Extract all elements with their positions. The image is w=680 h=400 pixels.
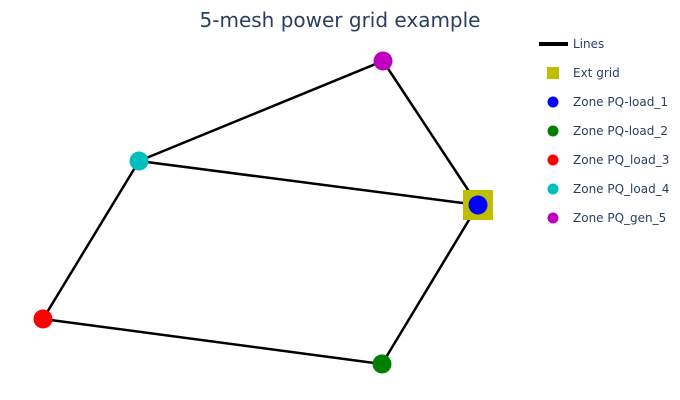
- grid-line-4-1: [137, 159, 480, 207]
- grid-line-4-3: [41, 159, 141, 321]
- grid-line-5-4: [137, 59, 385, 163]
- legend-circle-symbol-4: [547, 154, 559, 166]
- legend-circle-symbol-6: [547, 212, 559, 224]
- grid-line-3-2: [41, 317, 384, 366]
- grid-line-2-1: [380, 203, 480, 366]
- bus-node-4: [129, 151, 149, 171]
- legend-label-3: Zone PQ-load_2: [573, 124, 668, 138]
- legend-circle-symbol-5: [547, 183, 559, 195]
- legend-square-symbol: [547, 67, 559, 79]
- legend-label-6: Zone PQ_gen_5: [573, 211, 666, 225]
- legend-label-0: Lines: [573, 37, 604, 51]
- legend-label-4: Zone PQ_load_3: [573, 153, 669, 167]
- grid-lines: [41, 59, 480, 366]
- grid-line-5-1: [381, 59, 480, 207]
- legend-label-2: Zone PQ-load_1: [573, 95, 668, 109]
- bus-node-5: [373, 51, 393, 71]
- bus-nodes: [33, 51, 488, 374]
- bus-node-1: [468, 195, 488, 215]
- bus-node-3: [33, 309, 53, 329]
- legend-label-1: Ext grid: [573, 66, 620, 80]
- legend-circle-symbol-2: [547, 96, 559, 108]
- bus-node-2: [372, 354, 392, 374]
- figure-title: 5-mesh power grid example: [200, 8, 481, 32]
- legend-circle-symbol-3: [547, 125, 559, 137]
- legend-label-5: Zone PQ_load_4: [573, 182, 669, 196]
